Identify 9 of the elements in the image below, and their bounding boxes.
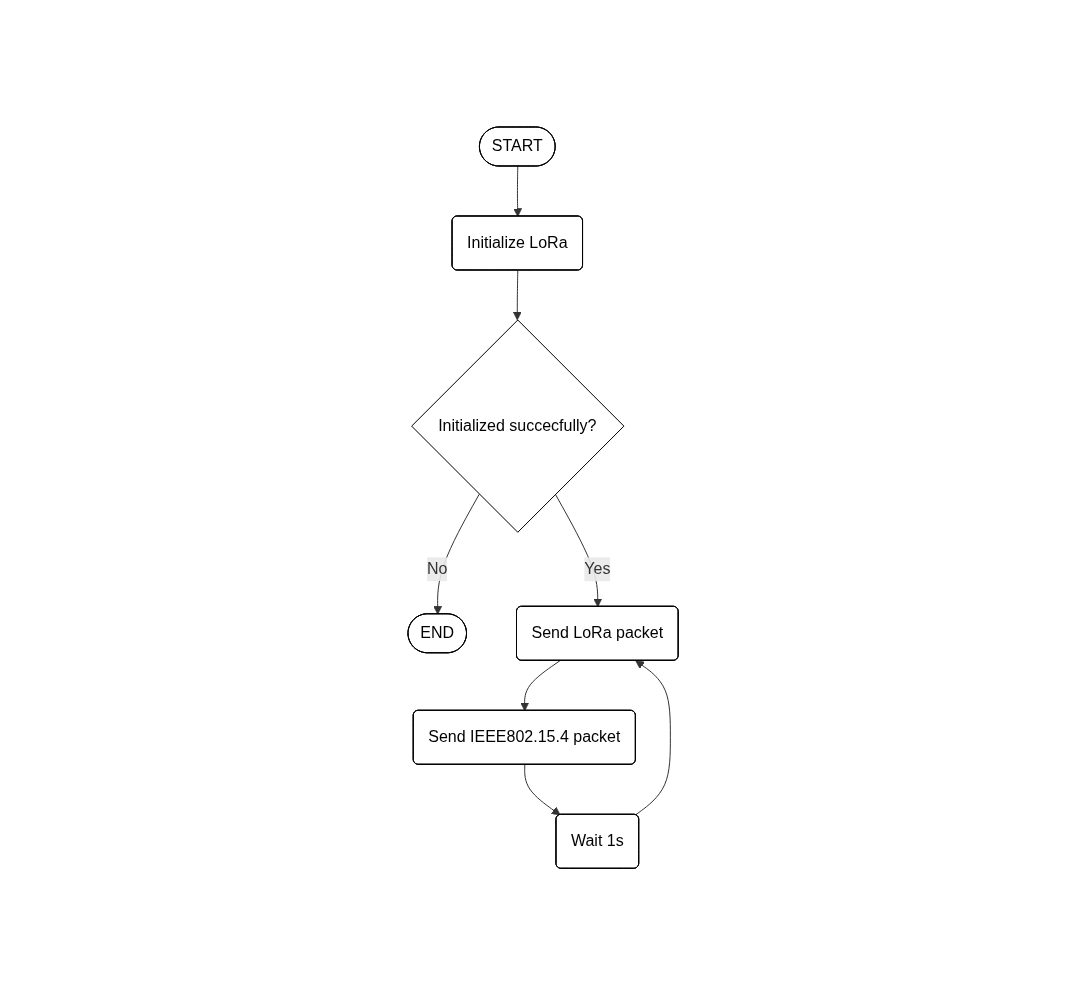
arrow [513,270,523,321]
arrow [520,660,561,712]
arrow [513,166,523,218]
edge-label: Yes [584,560,611,578]
arrow [433,494,481,616]
arrow [635,660,672,816]
edge-label: No [427,560,448,578]
arrow [524,764,561,816]
node-diamond: Initialized succecfully? [411,319,625,534]
